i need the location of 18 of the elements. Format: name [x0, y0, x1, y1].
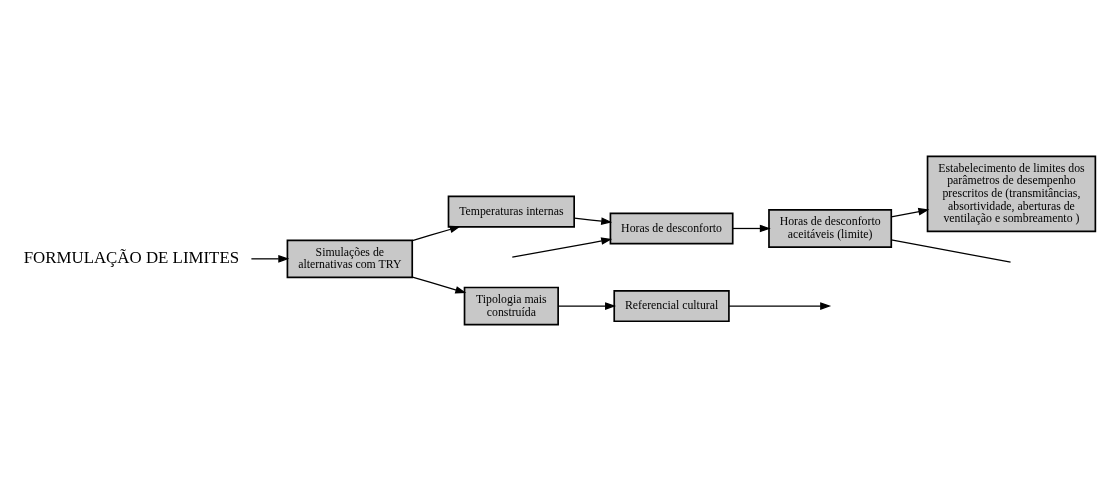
connector: [890, 239, 1012, 263]
arrow: [511, 237, 613, 258]
arrow: [728, 302, 832, 310]
arrow: [557, 302, 617, 310]
node-box: Temperaturas internas: [447, 195, 575, 228]
arrow: [411, 225, 461, 242]
node-box: Tipologia mais construída: [463, 286, 559, 326]
arrow: [411, 276, 467, 294]
arrow: [250, 255, 290, 263]
arrow: [573, 217, 613, 225]
node-text: FORMULAÇÃO DE LIMITES: [23, 248, 240, 268]
node-box: Horas de desconforto aceitáveis (limite): [768, 209, 893, 248]
node-box: Simulações de alternativas com TRY: [286, 239, 414, 279]
node-box: Horas de desconforto: [609, 212, 734, 245]
node-box: Estabelecimento de limites dos parâmetros de desempenho prescritos de (transmitâncias, absortividade, aberturas de ventilação e sombreamento ): [926, 155, 1097, 233]
arrow: [890, 207, 930, 218]
node-box: Referencial cultural: [613, 290, 730, 323]
arrow: [732, 224, 771, 233]
